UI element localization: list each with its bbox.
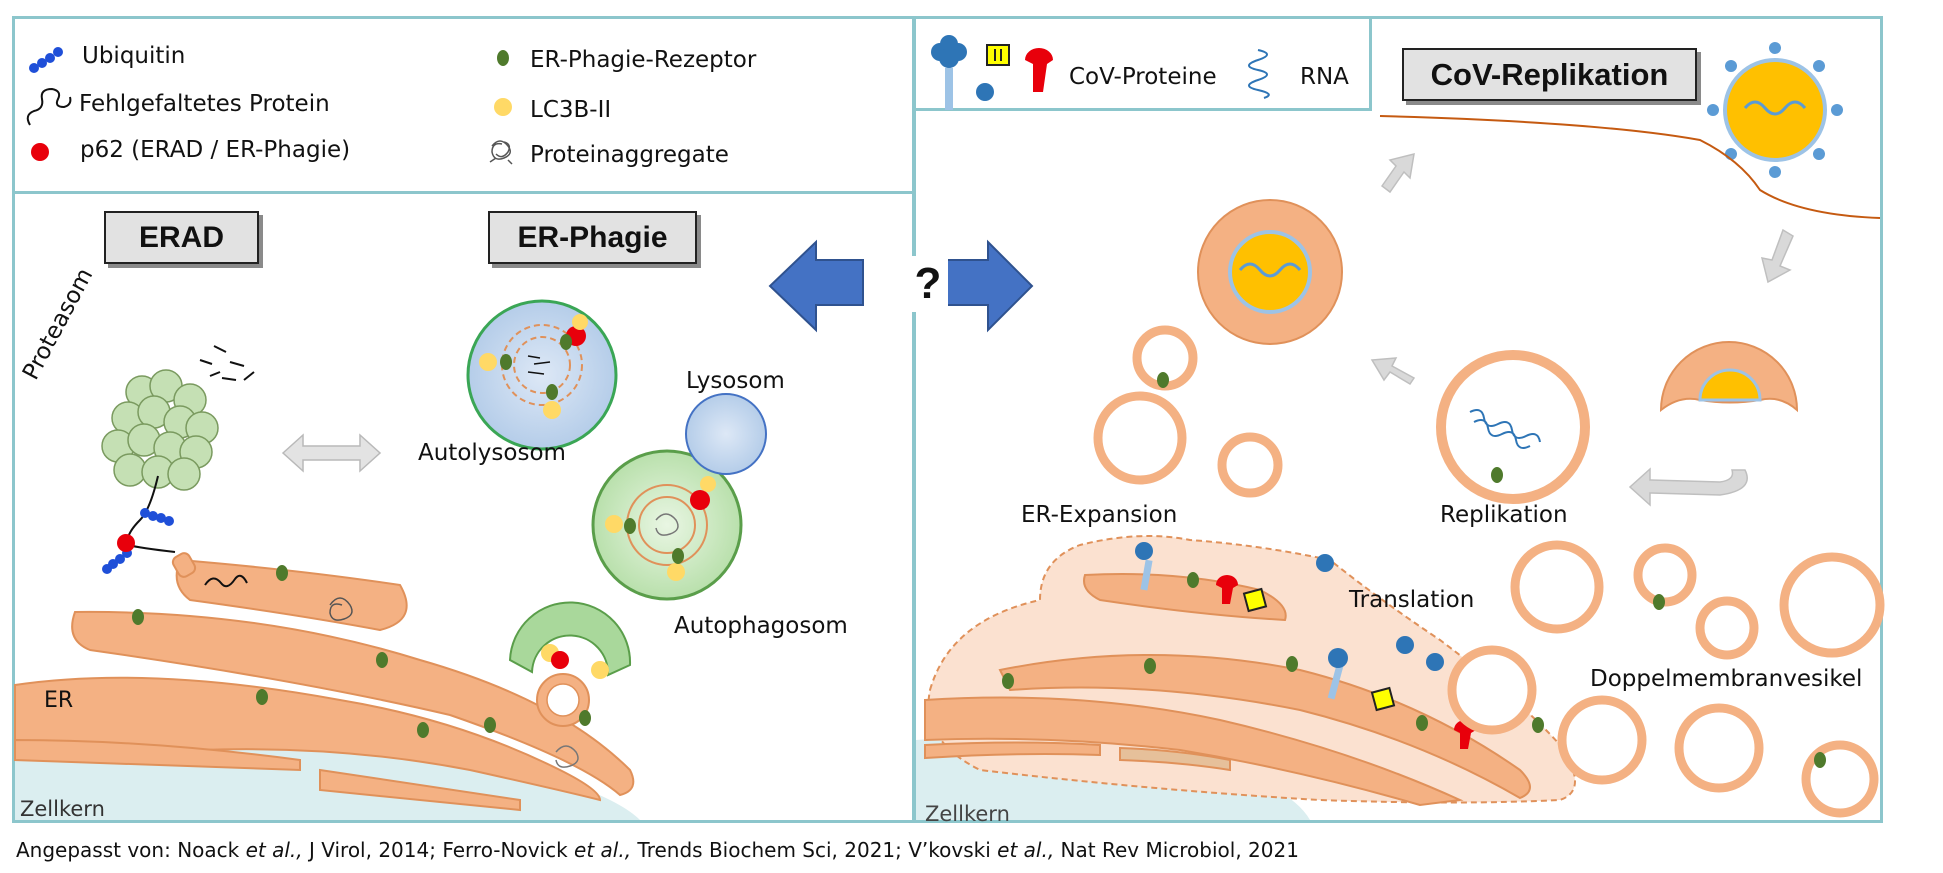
label-dmv: Doppelmembranvesikel <box>1590 666 1863 692</box>
aggregate-er <box>329 597 353 621</box>
budding-virion <box>1659 341 1799 413</box>
er-phagy-receptor-icon <box>497 50 509 66</box>
legend-cov-proteins: CoV-Proteine <box>1069 64 1217 90</box>
caption-etal-2: et al., <box>574 838 632 862</box>
title-erad: ERAD <box>104 211 259 264</box>
caption-etal-1: et al., <box>245 838 303 862</box>
phagophore <box>508 601 632 677</box>
caption-ref-1: J Virol, 2014; Ferro-Novick <box>302 838 575 862</box>
cov-m-protein-icon <box>986 44 1010 66</box>
cov-spike-icon <box>931 35 967 110</box>
label-er: ER <box>44 688 74 713</box>
label-er-expansion: ER-Expansion <box>1021 502 1178 528</box>
legend-aggregates: Proteinaggregate <box>530 142 729 168</box>
translocon <box>171 552 197 578</box>
misfolded-protein-er <box>204 574 248 588</box>
proteasome <box>101 369 219 491</box>
legend-p62: p62 (ERAD / ER-Phagie) <box>80 137 351 163</box>
label-lysosome: Lysosom <box>686 368 785 394</box>
title-cov-replication: CoV-Replikation <box>1402 48 1697 101</box>
legend-rna: RNA <box>1300 64 1349 90</box>
virion-in-vesicle <box>1197 199 1343 345</box>
m-proteins-in-er <box>1242 587 1396 712</box>
lysosome <box>685 393 767 475</box>
phagophore-receptor <box>579 710 591 726</box>
caption-ref-3: Nat Rev Microbiol, 2021 <box>1054 838 1299 862</box>
cycle-arrows <box>1370 152 1794 507</box>
legend-lc3: LC3B-II <box>530 97 612 123</box>
retrotranslocated-chain <box>126 475 176 553</box>
caption-etal-3: et al., <box>997 838 1055 862</box>
spike-in-er <box>1135 542 1348 700</box>
legend-ubiquitin: Ubiquitin <box>82 43 186 69</box>
rna-icon <box>1248 49 1270 99</box>
plasma-membrane <box>1379 115 1881 219</box>
er-phagy-receptors-left <box>132 565 496 738</box>
replication-rna <box>1469 409 1541 449</box>
phagophore-cargo-lumen <box>546 683 580 717</box>
ubiquitin-icon <box>29 47 63 73</box>
label-nucleus-left: Zellkern <box>20 797 105 821</box>
dmv-group <box>1093 325 1885 818</box>
er-membrane-left <box>14 558 635 812</box>
label-replication: Replikation <box>1440 502 1568 528</box>
cov-n-protein-icon <box>976 83 994 101</box>
replication-vesicle <box>1436 350 1590 504</box>
legend-receptor: ER-Phagie-Rezeptor <box>530 47 757 73</box>
blue-arrow-left <box>768 239 864 333</box>
erad-erphagy-arrow <box>281 433 382 473</box>
lc3b-icon <box>494 98 512 116</box>
legend-misfolded: Fehlgefaltetes Protein <box>79 91 330 117</box>
aggregate-er-lower <box>555 745 579 768</box>
autolysosome <box>466 299 618 451</box>
p62-icon <box>31 143 49 161</box>
er-receptors-right <box>1002 572 1428 731</box>
label-autolysosome: Autolysosom <box>418 440 566 466</box>
peptide-fragments <box>199 345 255 381</box>
autophagosome-content <box>655 513 679 536</box>
caption-ref-2: Trends Biochem Sci, 2021; V’kovski <box>631 838 998 862</box>
title-er-phagy: ER-Phagie <box>488 211 697 264</box>
released-virion <box>1707 42 1843 178</box>
cov-e-protein-icon <box>1025 48 1053 92</box>
protein-aggregate-icon <box>489 140 513 165</box>
ubiquitin-chain-erad <box>102 508 174 574</box>
misfolded-protein-icon <box>26 87 72 126</box>
citation-caption: Angepasst von: Noack et al., J Virol, 20… <box>16 838 1299 862</box>
label-nucleus-right: Zellkern <box>925 802 1010 826</box>
caption-prefix: Angepasst von: Noack <box>16 838 246 862</box>
dmv-receptors <box>1157 372 1826 768</box>
phagophore-lc3-2 <box>591 661 609 679</box>
label-translation: Translation <box>1349 587 1475 613</box>
blue-arrow-right <box>939 239 1034 333</box>
p62-erad <box>117 534 135 552</box>
legend-panel-left <box>12 16 915 194</box>
question-mark: ? <box>908 256 948 312</box>
label-autophagosome: Autophagosom <box>674 613 848 639</box>
phagophore-p62 <box>551 651 569 669</box>
